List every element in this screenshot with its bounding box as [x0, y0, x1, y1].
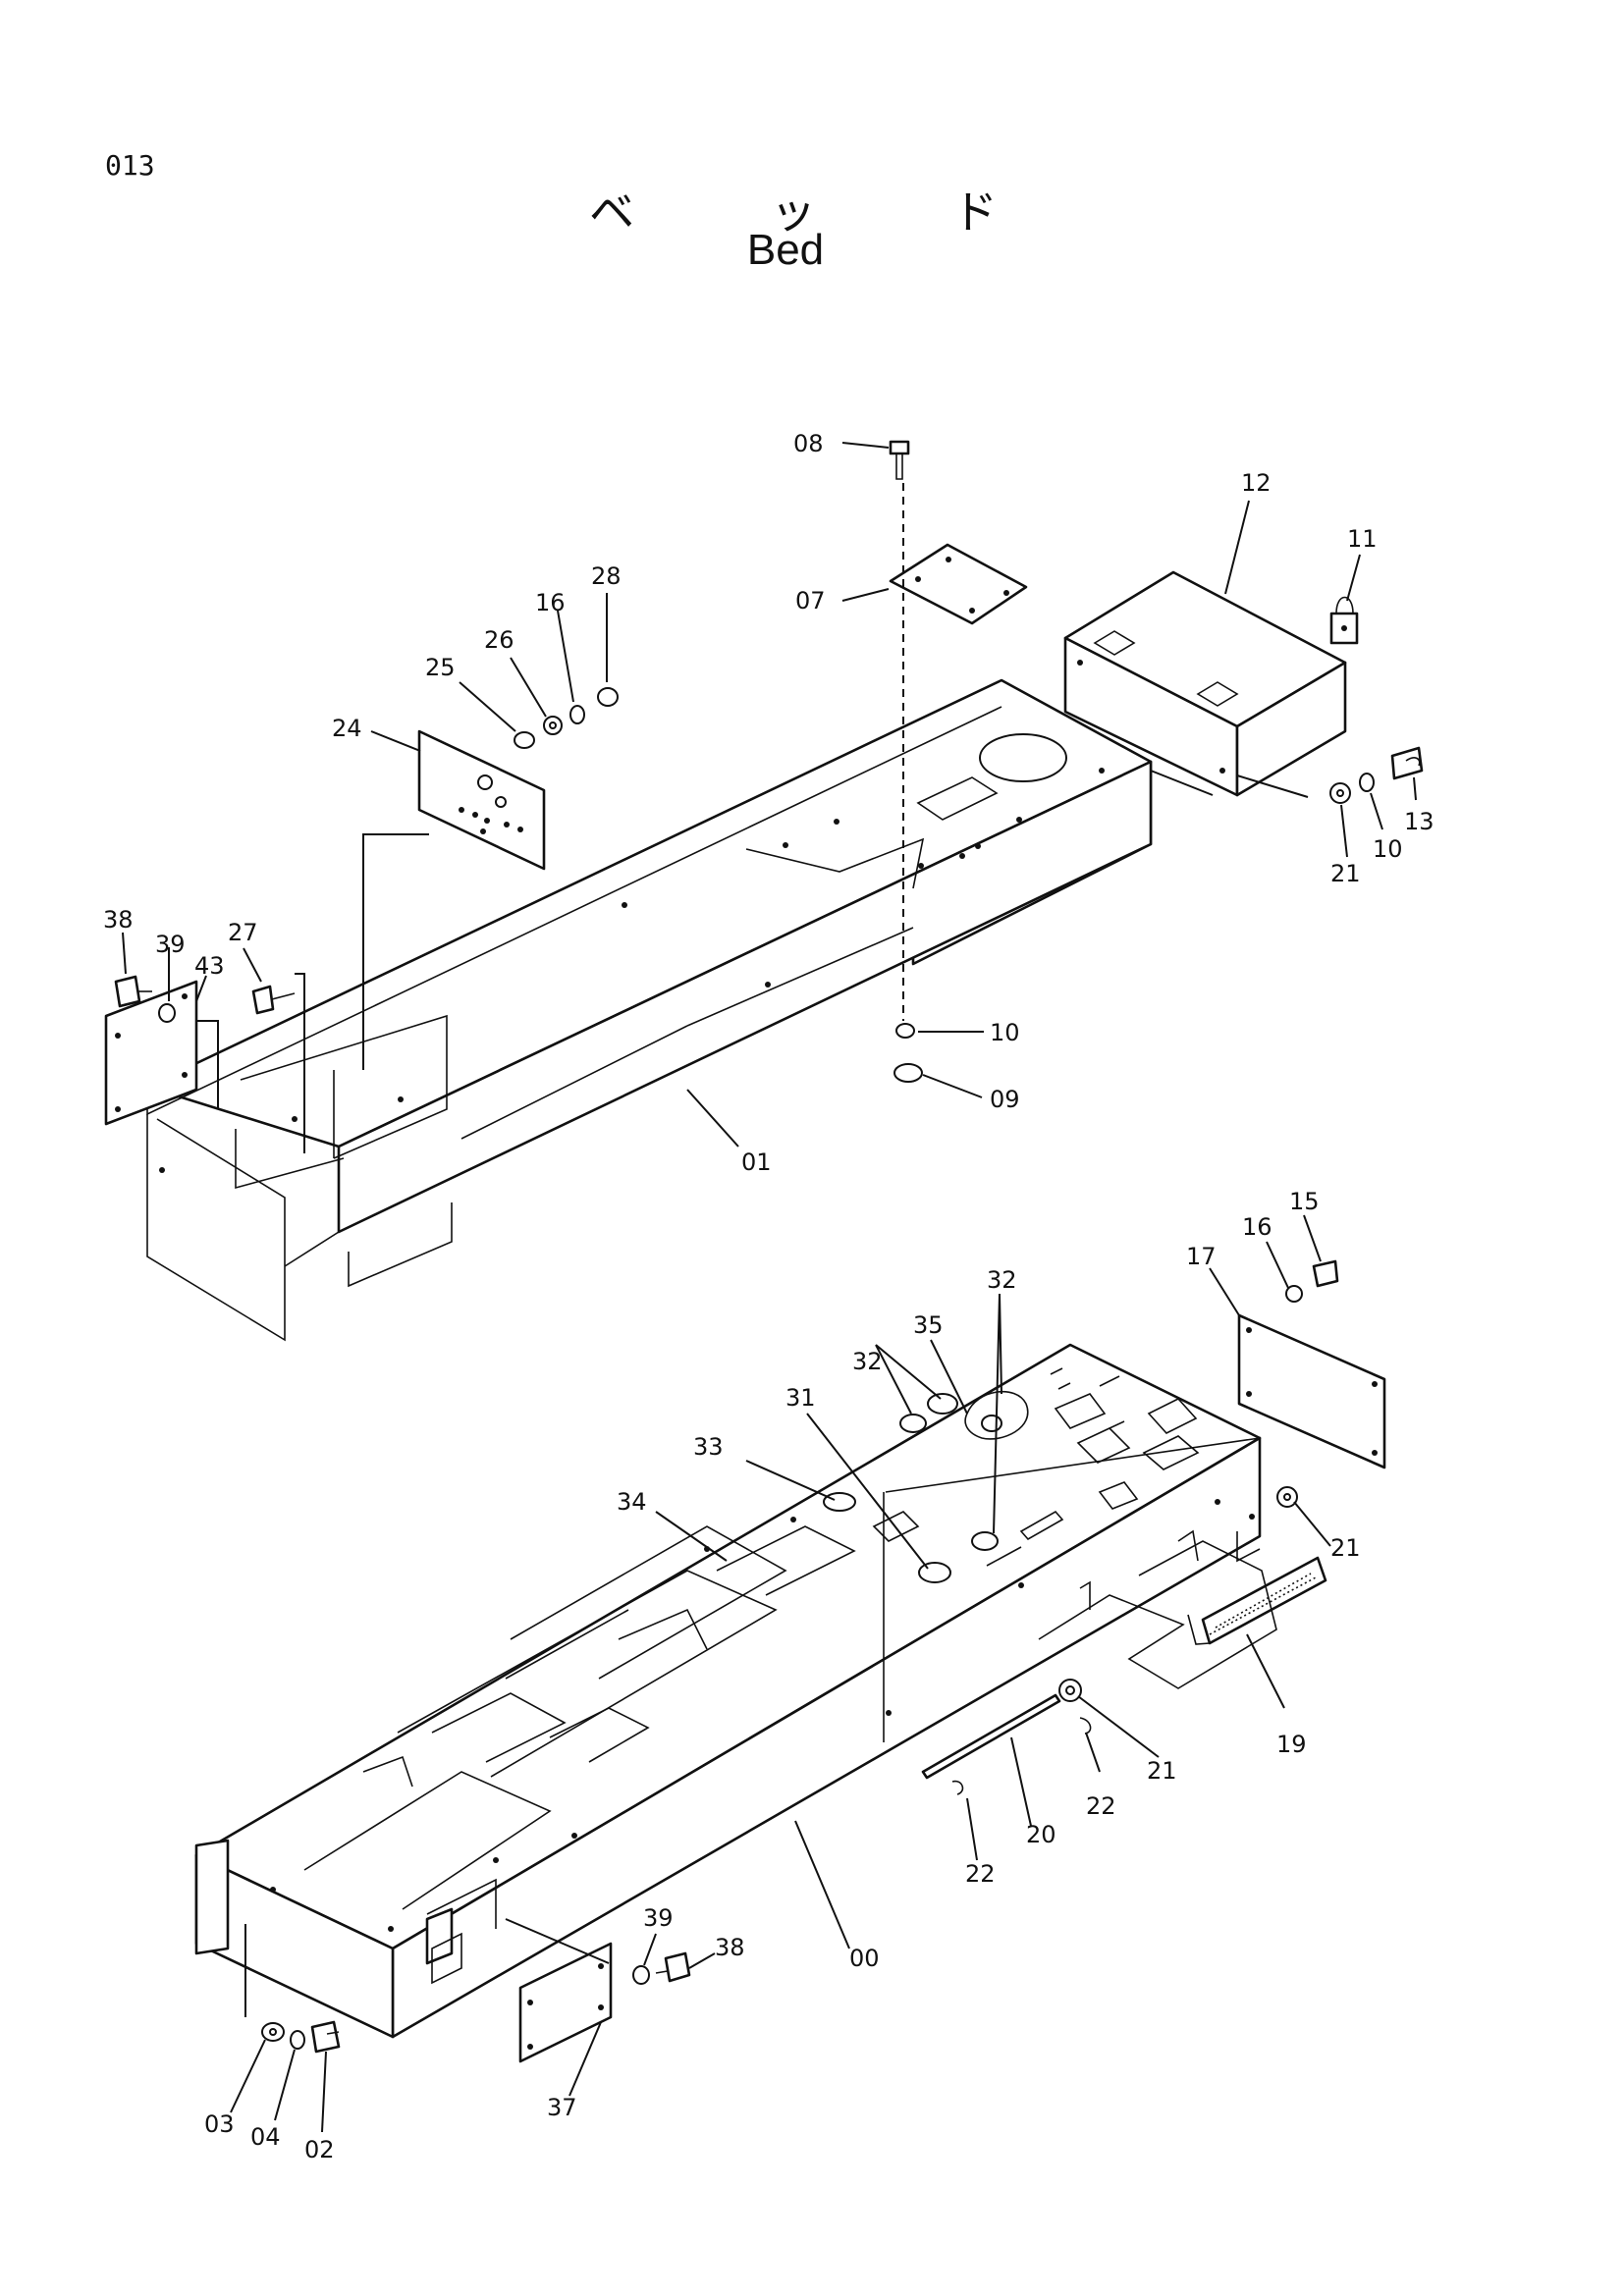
label-10-box: 10 — [1373, 835, 1403, 863]
washer-26 — [543, 716, 563, 735]
leader-box-12 — [1236, 774, 1309, 798]
bolt-02 — [310, 2020, 341, 2054]
pin-22-left — [951, 1780, 964, 1795]
lock-washer-04 — [290, 2030, 305, 2050]
callout-labels: 08 07 12 11 13 10 21 10 09 01 28 16 26 2… — [103, 430, 1435, 2163]
title-jp-char-3: ド — [952, 186, 1001, 239]
washer-39-upper — [158, 1003, 176, 1023]
label-32-right: 32 — [987, 1266, 1017, 1294]
box-12 — [1063, 570, 1347, 797]
title-english: Bed — [746, 226, 825, 274]
label-28: 28 — [591, 562, 622, 590]
label-20: 20 — [1026, 1821, 1056, 1848]
bolt-38-lower — [655, 1951, 691, 1983]
step-bracket-tab — [1079, 1580, 1091, 1610]
washer-21-upper — [1329, 782, 1351, 804]
lock-washer-10-upper — [895, 1023, 915, 1039]
label-21-box: 21 — [1330, 860, 1361, 887]
lock-washer-16-upper — [569, 705, 585, 724]
label-35: 35 — [913, 1311, 944, 1339]
step-bracket — [1038, 1540, 1277, 1689]
label-33: 33 — [693, 1433, 724, 1461]
cover-07 — [889, 543, 1028, 625]
label-11: 11 — [1347, 525, 1378, 553]
label-02: 02 — [304, 2136, 335, 2163]
pin-22-right — [1079, 1717, 1092, 1735]
leader-box-12b — [1150, 770, 1214, 796]
label-21-right: 21 — [1330, 1534, 1361, 1562]
label-17: 17 — [1186, 1243, 1217, 1270]
label-22-right: 22 — [1086, 1792, 1116, 1820]
label-25: 25 — [425, 654, 456, 681]
leader-24 — [362, 833, 429, 1070]
bolt-08 — [889, 440, 910, 480]
label-37: 37 — [547, 2094, 577, 2121]
label-43: 43 — [194, 952, 225, 980]
step-19 — [1187, 1556, 1327, 1645]
label-07: 07 — [795, 587, 826, 614]
title-japanese: ベ ッ ド — [589, 177, 1001, 241]
nut-25 — [514, 731, 535, 749]
label-19: 19 — [1276, 1731, 1307, 1758]
washer-16-lower — [1285, 1285, 1303, 1303]
label-09: 09 — [990, 1086, 1020, 1113]
washer-21-rod — [1058, 1679, 1082, 1702]
label-39-lower: 39 — [643, 1904, 674, 1932]
leader-27 — [295, 973, 305, 1153]
title-jp-char-2: ッ — [771, 186, 820, 239]
label-16-lower: 16 — [1242, 1213, 1272, 1241]
label-01: 01 — [741, 1148, 772, 1176]
label-38-lower: 38 — [715, 1934, 745, 1961]
label-15: 15 — [1289, 1188, 1320, 1215]
label-00: 00 — [849, 1945, 880, 1972]
label-21-rod: 21 — [1147, 1757, 1177, 1785]
bolt-13 — [1390, 746, 1424, 780]
side-cover-37 — [518, 1942, 613, 2063]
callout-leaders — [122, 442, 1417, 2133]
label-12: 12 — [1241, 469, 1272, 497]
label-08: 08 — [793, 430, 824, 457]
title-jp-char-1: ベ — [589, 186, 638, 239]
label-22-left: 22 — [965, 1860, 996, 1888]
label-16-upper: 16 — [535, 589, 566, 616]
washer-21-right — [1276, 1486, 1298, 1508]
label-31: 31 — [785, 1384, 816, 1412]
label-38-upper: 38 — [103, 906, 134, 934]
label-10: 10 — [990, 1019, 1020, 1046]
leader-37-cover — [505, 1918, 610, 1964]
nut-28 — [597, 687, 619, 707]
label-26: 26 — [484, 626, 514, 654]
label-13: 13 — [1404, 808, 1435, 835]
bolt-27 — [251, 985, 296, 1015]
washer-39-lower — [632, 1965, 650, 1985]
bolt-15 — [1312, 1259, 1339, 1288]
label-04: 04 — [250, 2123, 281, 2151]
side-plate-17 — [1237, 1313, 1386, 1469]
nut-09 — [893, 1063, 923, 1083]
page-number: 013 — [105, 149, 155, 182]
label-34: 34 — [617, 1488, 647, 1516]
label-39-upper: 39 — [155, 931, 186, 958]
label-32-left: 32 — [852, 1348, 883, 1375]
rod-20 — [921, 1693, 1061, 1780]
bed-frame-upper — [145, 678, 1153, 1342]
label-27: 27 — [228, 919, 258, 946]
padlock-11 — [1329, 596, 1359, 645]
bolt-38-upper — [114, 975, 152, 1008]
plate-24 — [417, 729, 546, 871]
lock-washer-10-box — [1359, 773, 1375, 792]
label-03: 03 — [204, 2110, 235, 2138]
washer-03 — [261, 2022, 285, 2042]
leader-43 — [196, 1020, 219, 1109]
label-24: 24 — [332, 715, 362, 742]
